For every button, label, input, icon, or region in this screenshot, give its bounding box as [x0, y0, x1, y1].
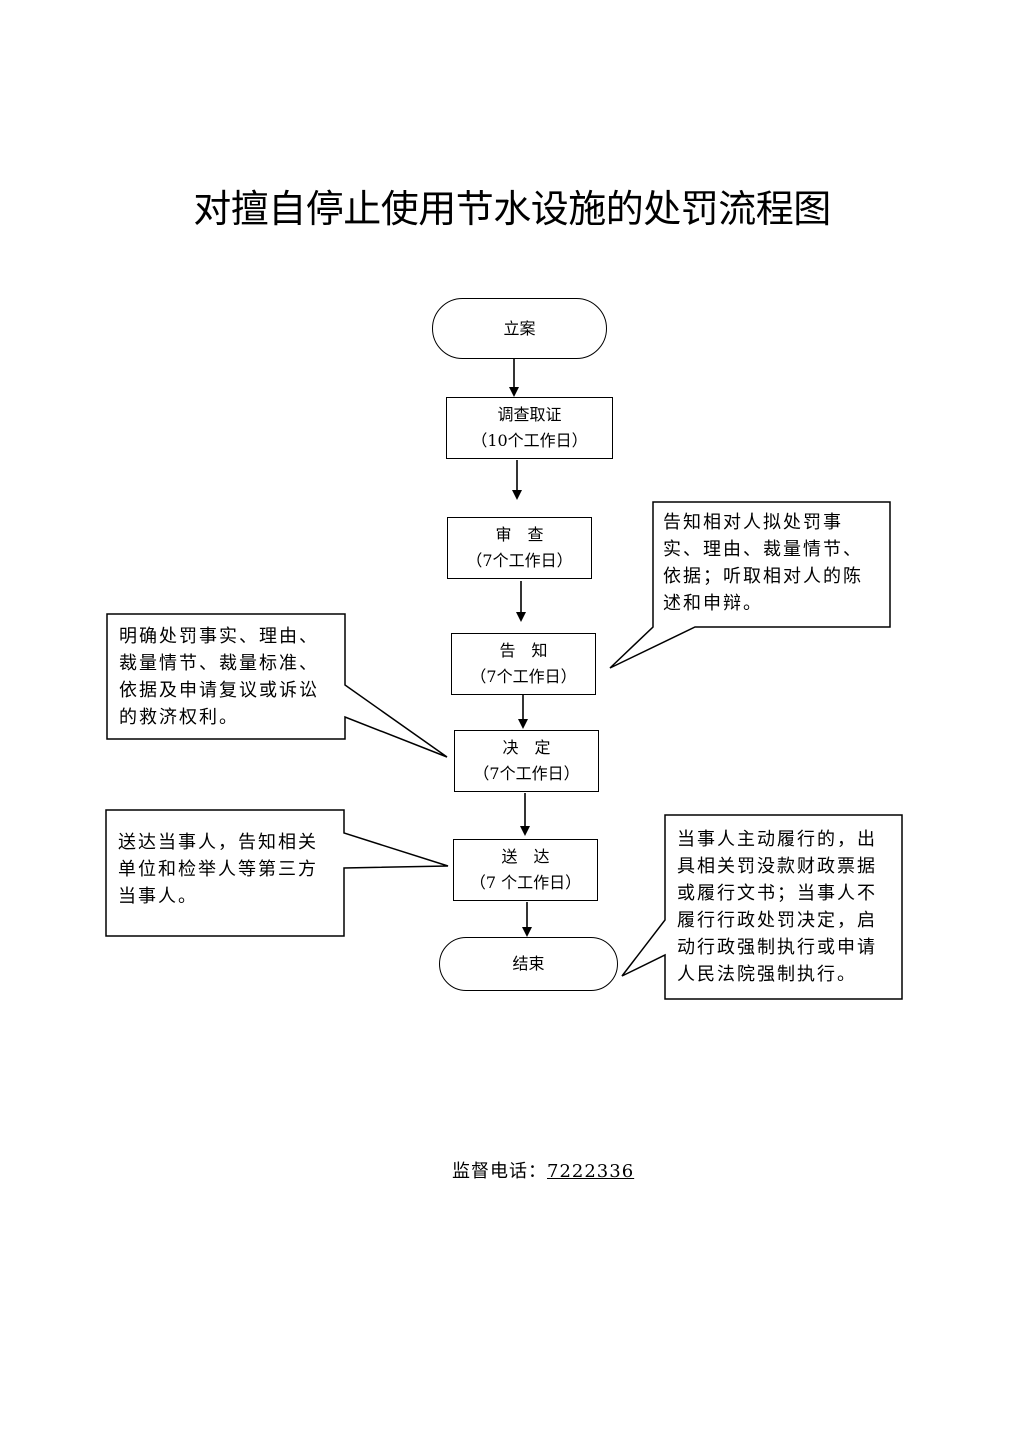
- callout-deliver-left: [105, 809, 449, 937]
- page-title: 对擅自停止使用节水设施的处罚流程图: [193, 187, 831, 231]
- start-node: 立案: [432, 298, 607, 359]
- deliver-days: （7 个工作日）: [469, 873, 582, 892]
- callout-end-right: [621, 814, 903, 1000]
- investigate-label: 调查取证: [497, 405, 562, 424]
- deliver-node: 送 达 （7 个工作日）: [453, 839, 598, 901]
- review-days: （7个工作日）: [466, 551, 573, 570]
- phone-label: 监督电话：: [452, 1161, 547, 1182]
- end-label: 结束: [512, 954, 545, 973]
- supervision-phone: 监督电话：7222336: [452, 1157, 634, 1183]
- callout-notify-right: [609, 501, 891, 669]
- decide-days: （7个工作日）: [473, 764, 580, 783]
- deliver-label: 送 达: [501, 847, 550, 866]
- decide-node: 决 定 （7个工作日）: [454, 730, 599, 792]
- review-label: 审 查: [495, 525, 544, 544]
- note-decide-left: 明确处罚事实、理由、 裁量情节、裁量标准、 依据及申请复议或诉讼 的救济权利。: [119, 626, 319, 728]
- decide-label: 决 定: [502, 738, 551, 757]
- callout-decide-left: [106, 613, 448, 758]
- investigate-node: 调查取证 （10个工作日）: [446, 397, 613, 459]
- notify-label: 告 知: [499, 641, 548, 660]
- notify-node: 告 知 （7个工作日）: [451, 633, 596, 695]
- investigate-days: （10个工作日）: [471, 431, 588, 450]
- note-notify-right: 告知相对人拟处罚事 实、理由、裁量情节、 依据；听取相对人的陈 述和申辩。: [663, 512, 863, 614]
- end-node: 结束: [439, 937, 618, 991]
- start-label: 立案: [503, 318, 536, 338]
- note-deliver-left: 送达当事人，告知相关 单位和检举人等第三方 当事人。: [118, 832, 318, 907]
- phone-number: 7222336: [547, 1161, 635, 1182]
- notify-days: （7个工作日）: [470, 667, 577, 686]
- review-node: 审 查 （7个工作日）: [447, 517, 592, 579]
- note-end-right: 当事人主动履行的，出 具相关罚没款财政票据 或履行文书；当事人不 履行行政处罚决…: [677, 829, 877, 985]
